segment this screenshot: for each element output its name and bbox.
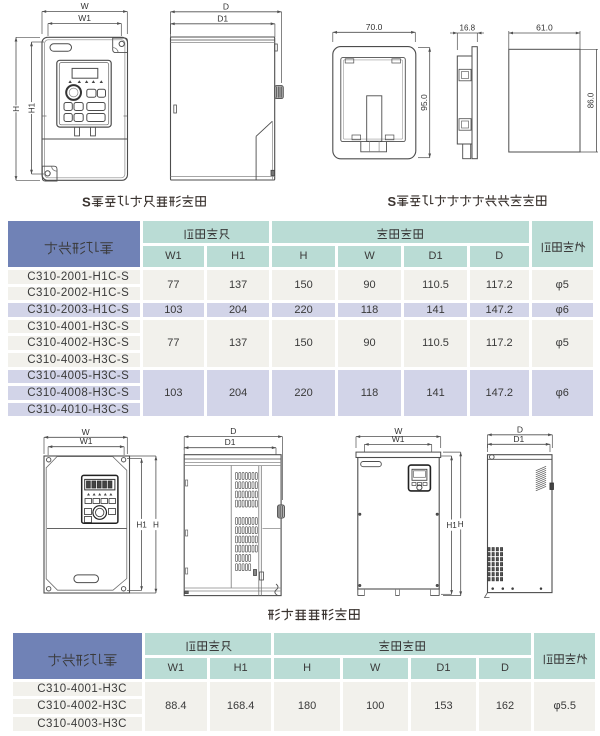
svg-text:W1: W1 [80, 436, 93, 446]
svg-text:W: W [82, 427, 90, 437]
svg-text:S: S [388, 194, 397, 209]
svg-text:D1: D1 [217, 13, 228, 23]
svg-text:H: H [153, 520, 159, 529]
svg-text:D1: D1 [225, 437, 236, 447]
svg-text:H: H [12, 106, 21, 112]
svg-text:S: S [82, 195, 91, 210]
svg-text:D1: D1 [513, 434, 524, 444]
svg-text:95.0: 95.0 [419, 94, 429, 111]
svg-text:H: H [458, 520, 464, 529]
svg-text:61.0: 61.0 [536, 23, 553, 33]
svg-text:H1: H1 [27, 102, 36, 113]
svg-text:D: D [223, 1, 229, 11]
svg-text:W1: W1 [78, 13, 91, 23]
svg-text:70.0: 70.0 [366, 22, 383, 32]
svg-text:16.8: 16.8 [460, 24, 476, 33]
svg-text:86.0: 86.0 [587, 92, 596, 108]
svg-text:H1: H1 [136, 520, 147, 529]
svg-text:W: W [81, 1, 89, 11]
svg-text:D: D [230, 426, 236, 436]
svg-text:H1: H1 [446, 521, 457, 530]
svg-text:W: W [394, 426, 402, 436]
svg-text:D: D [517, 424, 523, 434]
svg-text:W1: W1 [392, 434, 405, 444]
